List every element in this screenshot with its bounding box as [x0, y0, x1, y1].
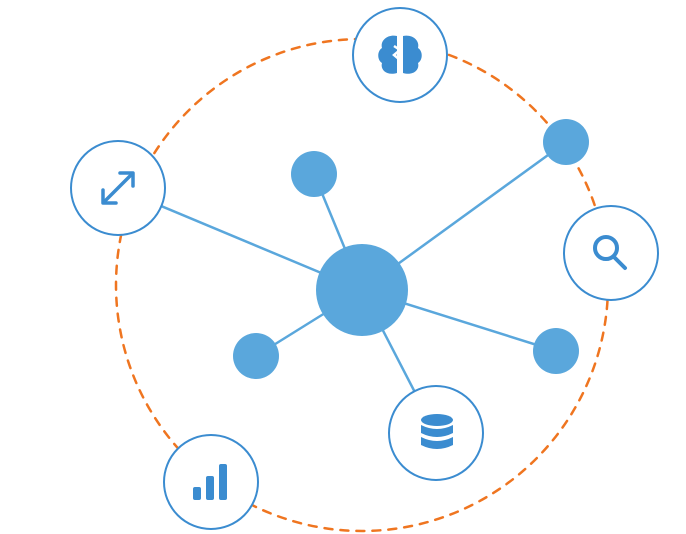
database-icon: [421, 414, 453, 449]
satellite-node-right: [533, 328, 579, 374]
satellite-node-top: [291, 151, 337, 197]
bar-chart-badge[interactable]: [163, 434, 259, 530]
search-badge[interactable]: [563, 205, 659, 301]
search-icon: [593, 235, 627, 270]
bar-chart-icon: [193, 464, 227, 500]
brain-icon: [378, 35, 422, 74]
database-badge[interactable]: [388, 385, 484, 481]
satellite-node-lower-left: [233, 333, 279, 379]
satellite-node-upper-right: [543, 119, 589, 165]
expand-badge[interactable]: [70, 140, 166, 236]
expand-arrows-icon: [101, 171, 135, 205]
central-hub: [316, 244, 408, 336]
brain-badge[interactable]: [352, 7, 448, 103]
